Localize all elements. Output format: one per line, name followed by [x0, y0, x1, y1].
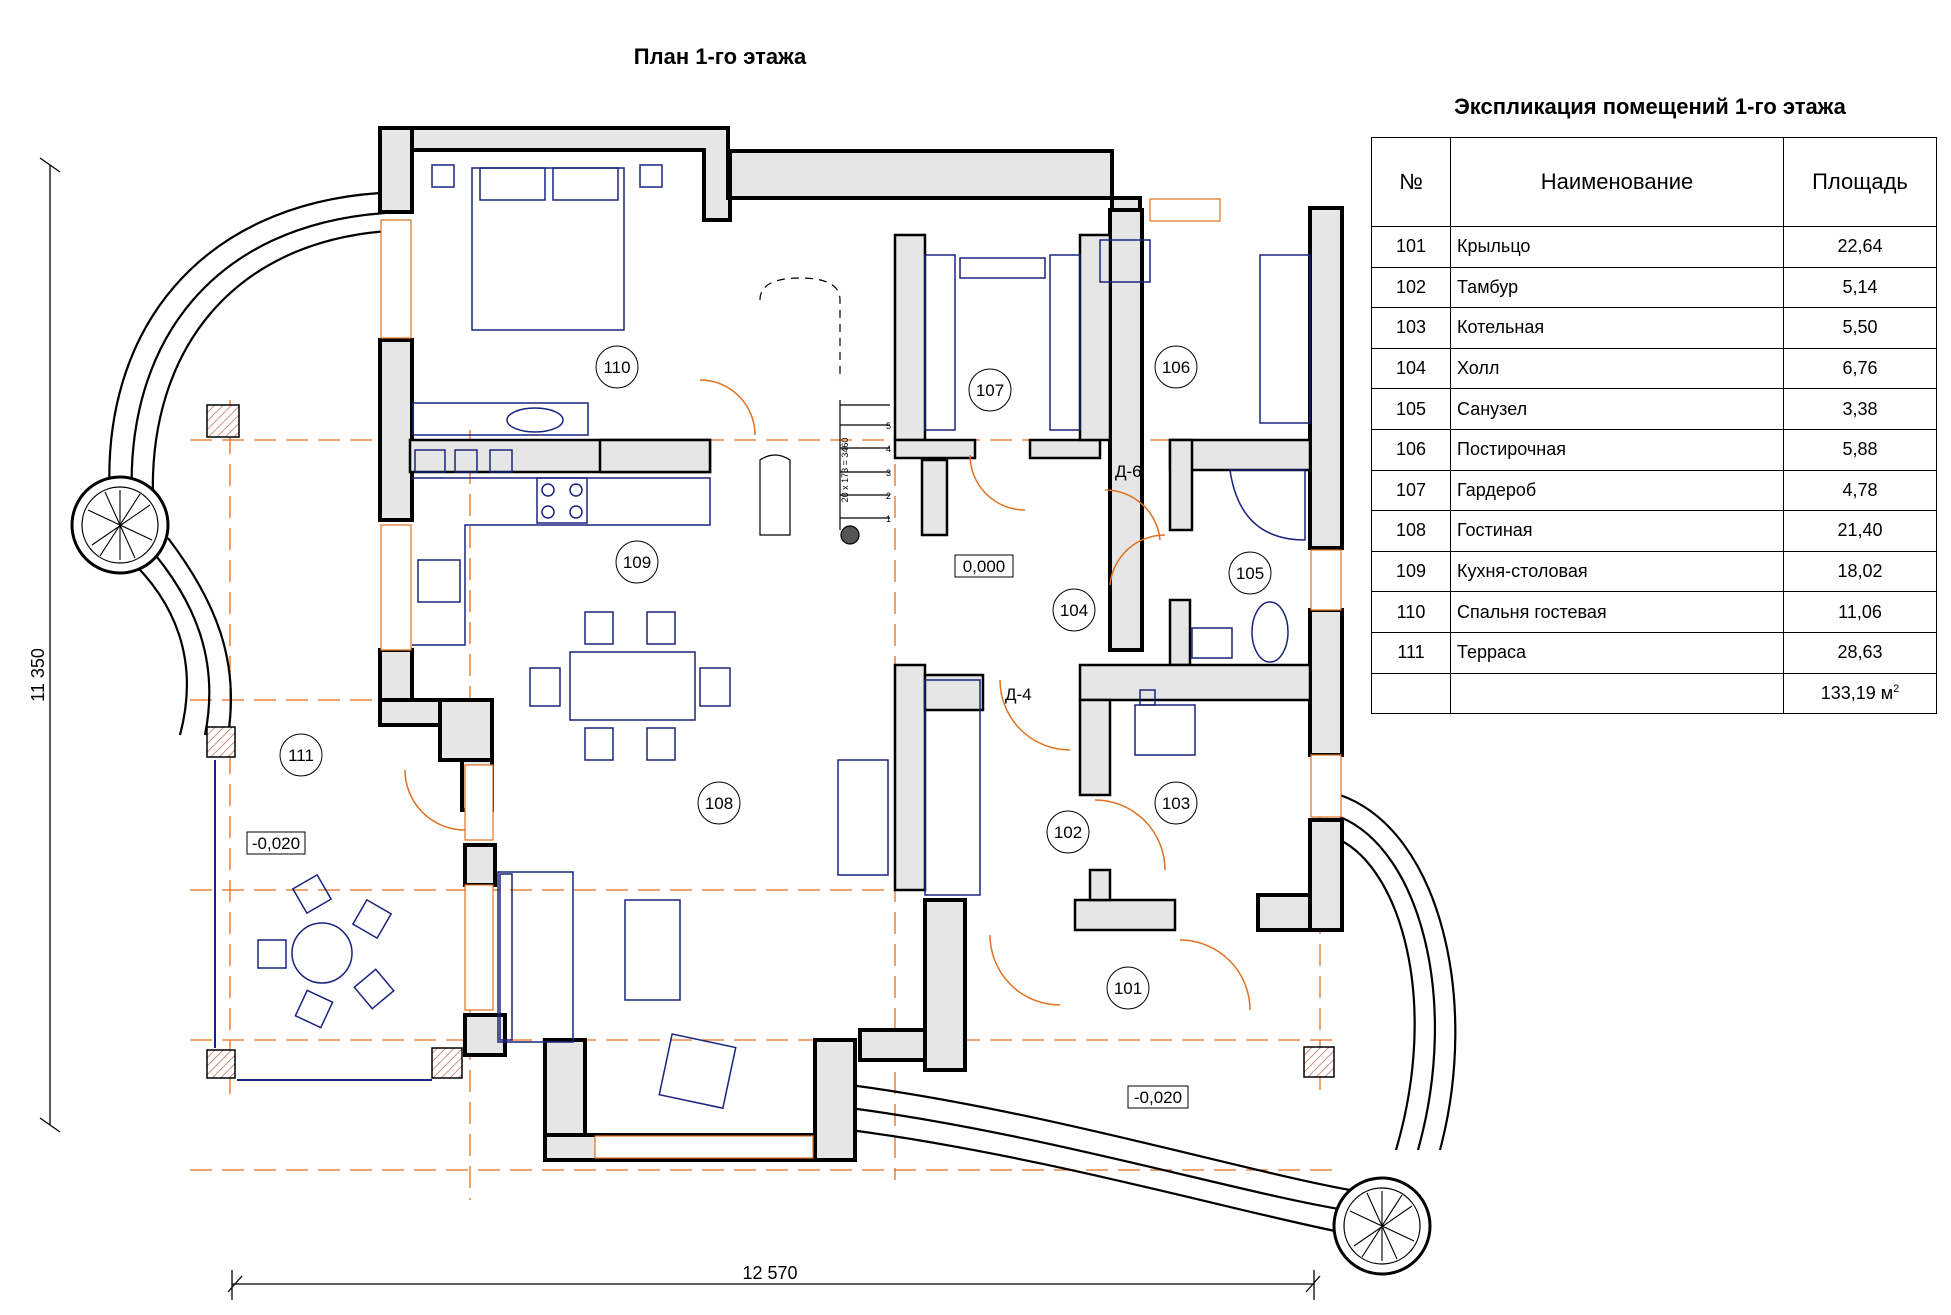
room-number: 110 [1371, 591, 1451, 633]
terrace-column [206, 404, 1335, 1079]
stair-step-5: 5 [886, 421, 891, 431]
total-area: 133,19 м2 [1783, 672, 1937, 715]
terrace-railing [214, 760, 432, 1081]
stair-step-2: 2 [886, 491, 891, 501]
room-name: Гостиная [1450, 510, 1784, 552]
stair-step-1: 1 [886, 514, 891, 524]
room-label: 109 [623, 553, 651, 572]
col-header-number: № [1371, 137, 1451, 227]
room-area: 5,50 [1783, 307, 1937, 349]
stair-step-3: 3 [886, 468, 891, 478]
porch-curved-rail [849, 793, 1457, 1234]
stair-label: 20 x 173 = 3460 [840, 438, 850, 503]
room-number: 104 [1371, 347, 1451, 390]
room-number: 109 [1371, 550, 1451, 593]
room-label: 107 [976, 381, 1004, 400]
room-label: 104 [1060, 601, 1088, 620]
room-number: 111 [1371, 631, 1451, 674]
room-number: 106 [1371, 428, 1451, 471]
room-label: 102 [1054, 823, 1082, 842]
room-name: Гардероб [1450, 469, 1784, 512]
windows [380, 198, 1342, 1159]
room-area: 5,14 [1783, 266, 1937, 309]
table-header-row: № Наименование Площадь [1371, 137, 1937, 227]
col-header-area: Площадь [1783, 137, 1937, 227]
room-label: 105 [1236, 564, 1264, 583]
room-area: 5,88 [1783, 428, 1937, 471]
room-number: 103 [1371, 307, 1451, 349]
room-label: 110 [603, 358, 630, 377]
furniture [257, 164, 1311, 1110]
dimension-height: 11 350 [28, 648, 48, 702]
table-total-row: 133,19 м2 [1371, 672, 1937, 715]
room-name: Санузел [1450, 388, 1784, 430]
elevation-porch: -0,020 [1134, 1088, 1182, 1107]
room-area: 4,78 [1783, 469, 1937, 512]
door-mark-d4: Д-4 [1005, 685, 1032, 704]
room-area: 18,02 [1783, 550, 1937, 593]
table-title: Экспликация помещений 1-го этажа [1454, 94, 1846, 119]
exterior-walls [378, 126, 1344, 1162]
elevation-marks: 0,000 -0,020 -0,020 [246, 554, 1189, 1109]
door-swings [404, 379, 1251, 1011]
room-label: 101 [1114, 979, 1142, 998]
room-area: 3,38 [1783, 388, 1937, 430]
room-label: 106 [1162, 358, 1190, 377]
room-markers: 110 106 107 105 109 104 111 108 103 102 … [279, 345, 1272, 1010]
room-name: Тамбур [1450, 266, 1784, 309]
room-label: 111 [288, 746, 314, 765]
elevation-hall: 0,000 [963, 557, 1006, 576]
dimension-lines [39, 157, 1321, 1300]
room-label: 108 [705, 794, 733, 813]
stair-step-4: 4 [886, 444, 891, 454]
elevation-terrace: -0,020 [252, 834, 300, 853]
room-name: Котельная [1450, 307, 1784, 349]
plan-title: План 1-го этажа [633, 44, 807, 69]
terrace-curved-rail [108, 191, 389, 736]
dimension-width: 12 570 [742, 1263, 797, 1283]
room-area: 22,64 [1783, 226, 1937, 268]
room-number: 108 [1371, 510, 1451, 552]
room-number: 105 [1371, 388, 1451, 430]
room-number: 107 [1371, 469, 1451, 512]
tree-icon [70, 475, 170, 575]
room-area: 28,63 [1783, 631, 1937, 674]
staircase [759, 277, 890, 545]
interior-walls [408, 233, 1312, 932]
room-number: 101 [1371, 226, 1451, 268]
room-number: 102 [1371, 266, 1451, 309]
room-area: 11,06 [1783, 591, 1937, 633]
tree-icon [1332, 1176, 1432, 1276]
door-mark-d6: Д-6 [1115, 462, 1142, 481]
room-label: 103 [1162, 794, 1190, 813]
